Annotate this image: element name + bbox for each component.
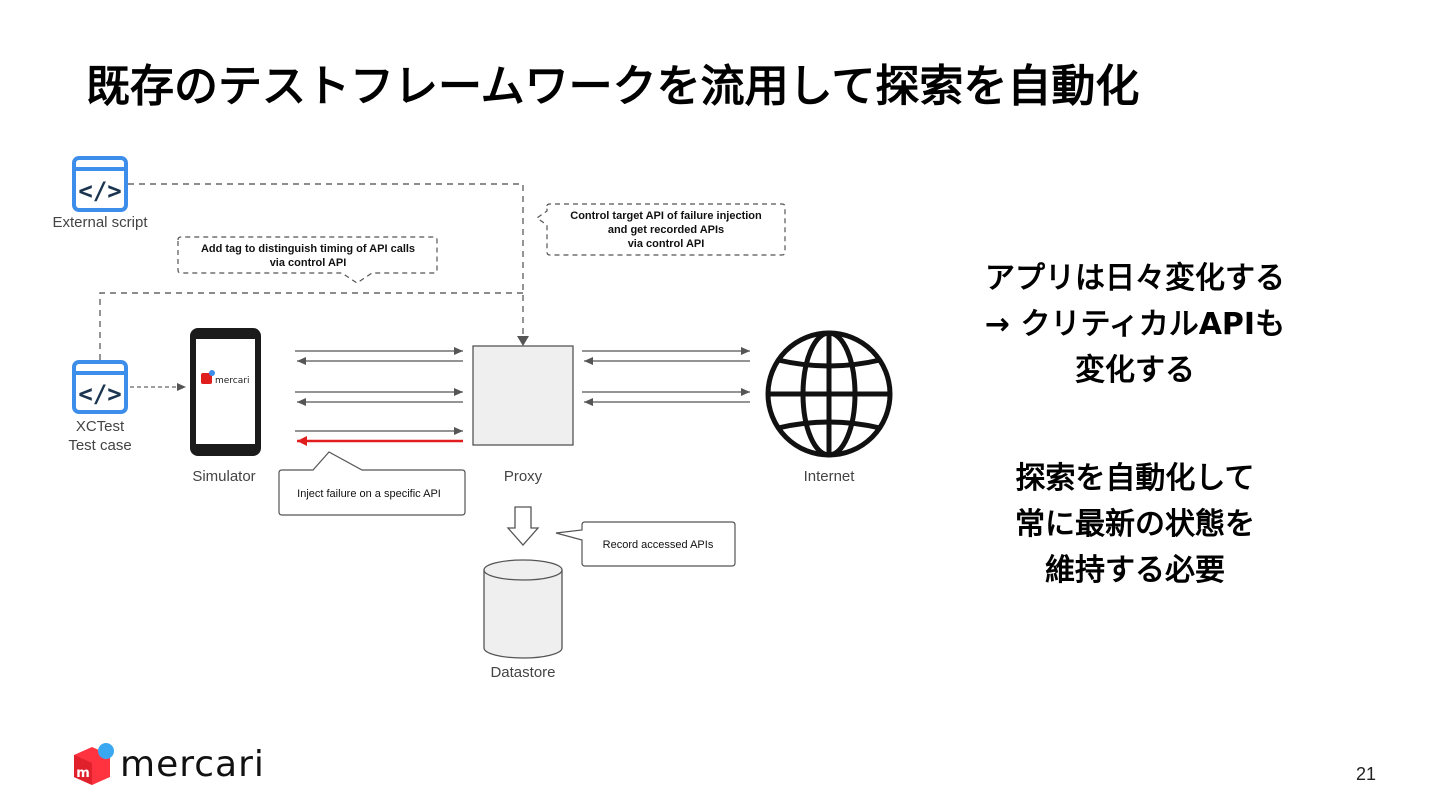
proxy-box	[472, 345, 574, 446]
conclusion-message-block: 探索を自動化して 常に最新の状態を 維持する必要	[940, 456, 1330, 594]
key-message-line: 変化する	[1075, 353, 1195, 388]
xctest-label: XCTest	[76, 418, 125, 435]
key-message-line: アプリは日々変化する	[985, 261, 1285, 296]
datastore-label: Datastore	[490, 664, 555, 681]
simulator-phone-icon: mercari	[190, 328, 261, 456]
test-case-label: Test case	[68, 437, 131, 454]
svg-text:</>: </>	[78, 177, 121, 205]
control-arrowhead	[517, 336, 529, 346]
proxy-internet-arrows	[582, 347, 750, 406]
external-script-label: External script	[52, 214, 148, 231]
external-script-code-icon: </>	[72, 156, 128, 212]
brand-wordmark: mercari	[120, 744, 265, 785]
note-inject-failure: Inject failure on a specific API	[278, 451, 466, 516]
note-add-tag: Add tag to distinguish timing of API cal…	[177, 236, 438, 284]
svg-text:Control target API of failure: Control target API of failure injection	[570, 210, 762, 222]
mercari-logo-icon: m	[74, 743, 114, 785]
svg-text:Inject failure on a specific A: Inject failure on a specific API	[297, 488, 441, 500]
xctest-control-connector	[99, 292, 523, 360]
internet-globe-icon	[765, 330, 893, 458]
svg-text:via control API: via control API	[270, 257, 347, 269]
key-message-block: アプリは日々変化する → クリティカルAPIも 変化する	[940, 256, 1330, 394]
svg-text:Add tag to distinguish timing: Add tag to distinguish timing of API cal…	[201, 243, 415, 255]
datastore-cylinder-icon	[483, 559, 563, 659]
svg-text:Record accessed APIs: Record accessed APIs	[603, 539, 714, 551]
note-record-apis: Record accessed APIs	[555, 521, 736, 567]
svg-text:mercari: mercari	[215, 376, 249, 386]
svg-text:</>: </>	[78, 380, 121, 408]
page-number: 21	[1356, 764, 1377, 784]
note-control-target: Control target API of failure injection …	[535, 203, 786, 256]
external-control-connector	[128, 183, 524, 343]
proxy-to-datastore-arrow	[506, 506, 540, 546]
conclusion-line: 探索を自動化して	[1015, 461, 1255, 496]
svg-text:m: m	[76, 766, 90, 781]
internet-label: Internet	[804, 468, 856, 485]
xctest-code-icon: </>	[72, 360, 128, 414]
key-message-line: → クリティカルAPIも	[984, 307, 1286, 342]
conclusion-line: 常に最新の状態を	[1015, 507, 1255, 542]
svg-text:and get recorded APIs: and get recorded APIs	[608, 224, 724, 236]
svg-text:via control API: via control API	[628, 238, 705, 250]
simulator-label: Simulator	[192, 468, 255, 485]
proxy-label: Proxy	[504, 468, 543, 485]
slide-title: 既存のテストフレームワークを流用して探索を自動化	[86, 61, 1140, 112]
conclusion-line: 維持する必要	[1045, 553, 1225, 588]
simulator-proxy-arrows	[295, 347, 463, 435]
